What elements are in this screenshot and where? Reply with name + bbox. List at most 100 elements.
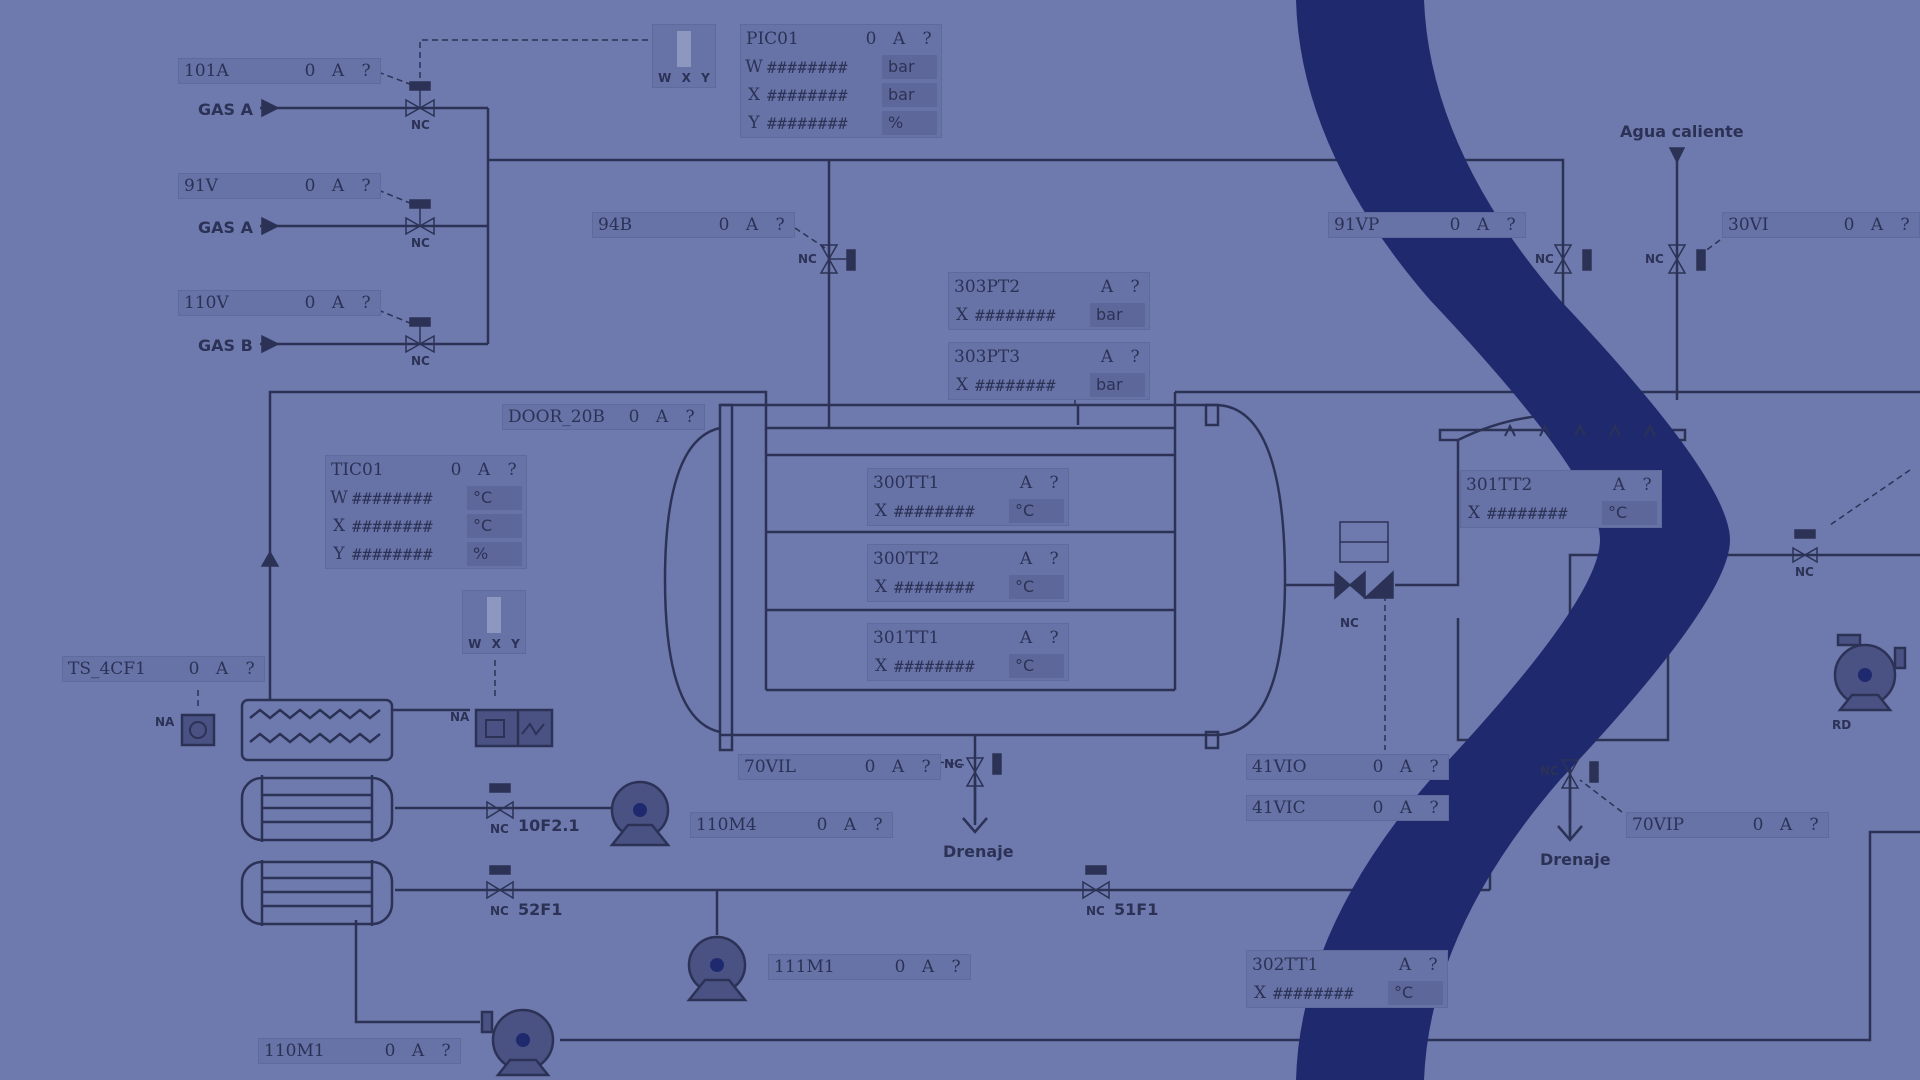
box-help[interactable]: ? <box>922 29 932 49</box>
tag-41VIC[interactable]: 41VIC 0 A ? <box>1246 795 1449 821</box>
tag-help[interactable]: ? <box>1900 215 1910 235</box>
tag-state: 0 <box>718 215 730 235</box>
tag-help[interactable]: ? <box>361 293 371 313</box>
tag-101A[interactable]: 101A 0 A ? <box>178 58 381 84</box>
tag-help[interactable]: ? <box>685 407 695 427</box>
tag-help[interactable]: ? <box>873 815 883 835</box>
tag-110V[interactable]: 110V 0 A ? <box>178 290 381 316</box>
tag-state: 0 <box>304 176 316 196</box>
nc-label: NC <box>1086 904 1105 918</box>
drenaje-label-2: Drenaje <box>1540 850 1611 869</box>
tag-41VIO[interactable]: 41VIO 0 A ? <box>1246 754 1449 780</box>
tag-70VIL[interactable]: 70VIL 0 A ? <box>738 754 941 780</box>
nc-label: NC <box>798 252 817 266</box>
gas-b-label: GAS B <box>198 336 253 355</box>
tag-mode: A <box>215 659 229 679</box>
row-value: ######## <box>767 85 849 105</box>
nc-label: NC <box>490 904 509 918</box>
box-help[interactable]: ? <box>1642 475 1652 495</box>
tag-DOOR_20B[interactable]: DOOR_20B 0 A ? <box>502 404 705 430</box>
tag-91VP[interactable]: 91VP 0 A ? <box>1328 212 1526 238</box>
box-name: 303PT2 <box>954 277 1021 297</box>
row-unit: % <box>882 111 937 135</box>
tag-name: 70VIL <box>744 757 796 777</box>
tag-help[interactable]: ? <box>951 957 961 977</box>
box-help[interactable]: ? <box>1049 549 1059 569</box>
tag-70VIP[interactable]: 70VIP 0 A ? <box>1626 812 1829 838</box>
tag-state: 0 <box>1449 215 1461 235</box>
box-mode: A <box>1019 628 1033 648</box>
box-help[interactable]: ? <box>507 460 517 480</box>
row-label: X <box>874 577 888 597</box>
row-unit: °C <box>1009 654 1064 678</box>
tag-mode: A <box>745 215 759 235</box>
tag-91V[interactable]: 91V 0 A ? <box>178 173 381 199</box>
tag-name: 110V <box>184 293 229 313</box>
tag-name: 41VIC <box>1252 798 1306 818</box>
tag-name: 91V <box>184 176 218 196</box>
row-value: ######## <box>352 516 434 536</box>
row-unit: °C <box>1602 501 1657 525</box>
box-name: 303PT3 <box>954 347 1021 367</box>
tag-30VI[interactable]: 30VI 0 A ? <box>1722 212 1920 238</box>
tag-help[interactable]: ? <box>775 215 785 235</box>
box-name: 302TT1 <box>1252 955 1319 975</box>
row-value: ######## <box>894 577 976 597</box>
box-help[interactable]: ? <box>1428 955 1438 975</box>
row-unit: °C <box>467 486 522 510</box>
tag-state: 0 <box>1372 757 1384 777</box>
row-value: ######## <box>352 488 434 508</box>
tag-help[interactable]: ? <box>921 757 931 777</box>
row-label: X <box>1467 503 1481 523</box>
box-mode: A <box>1100 277 1114 297</box>
tag-mode: A <box>891 757 905 777</box>
tag-110M1[interactable]: 110M1 0 A ? <box>258 1038 461 1064</box>
tag-name: 110M4 <box>696 815 757 835</box>
na-label: NA <box>450 710 470 724</box>
box-name: PIC01 <box>746 29 799 49</box>
tag-name: DOOR_20B <box>508 407 605 427</box>
tag-name: 111M1 <box>774 957 835 977</box>
gas-a-label-1: GAS A <box>198 100 253 119</box>
tag-help[interactable]: ? <box>1429 798 1439 818</box>
tag-94B[interactable]: 94B 0 A ? <box>592 212 795 238</box>
tag-state: 0 <box>304 61 316 81</box>
box-help[interactable]: ? <box>1130 277 1140 297</box>
row-label: Y <box>748 113 760 133</box>
tag-help[interactable]: ? <box>1506 215 1516 235</box>
tag-state: 0 <box>1843 215 1855 235</box>
tag-state: 0 <box>894 957 906 977</box>
tag-110M4[interactable]: 110M4 0 A ? <box>690 812 893 838</box>
tag-help[interactable]: ? <box>1429 757 1439 777</box>
box-help[interactable]: ? <box>1049 628 1059 648</box>
tag-help[interactable]: ? <box>245 659 255 679</box>
row-label: X <box>874 656 888 676</box>
tag-help[interactable]: ? <box>361 176 371 196</box>
row-unit: bar <box>882 55 937 79</box>
tag-state: 0 <box>384 1041 396 1061</box>
nc-label: NC <box>411 354 430 368</box>
rd-label: RD <box>1832 718 1852 732</box>
tag-help[interactable]: ? <box>1809 815 1819 835</box>
tag-help[interactable]: ? <box>361 61 371 81</box>
box-mode: A <box>892 29 906 49</box>
box-help[interactable]: ? <box>1130 347 1140 367</box>
tag-help[interactable]: ? <box>441 1041 451 1061</box>
row-label: X <box>955 305 969 325</box>
row-label: X <box>747 85 761 105</box>
tag-TS_4CF1[interactable]: TS_4CF1 0 A ? <box>62 656 265 682</box>
tag-111M1[interactable]: 111M1 0 A ? <box>768 954 971 980</box>
nc-label: NC <box>944 757 963 771</box>
nc-label: NC <box>1340 616 1359 630</box>
box-help[interactable]: ? <box>1049 473 1059 493</box>
